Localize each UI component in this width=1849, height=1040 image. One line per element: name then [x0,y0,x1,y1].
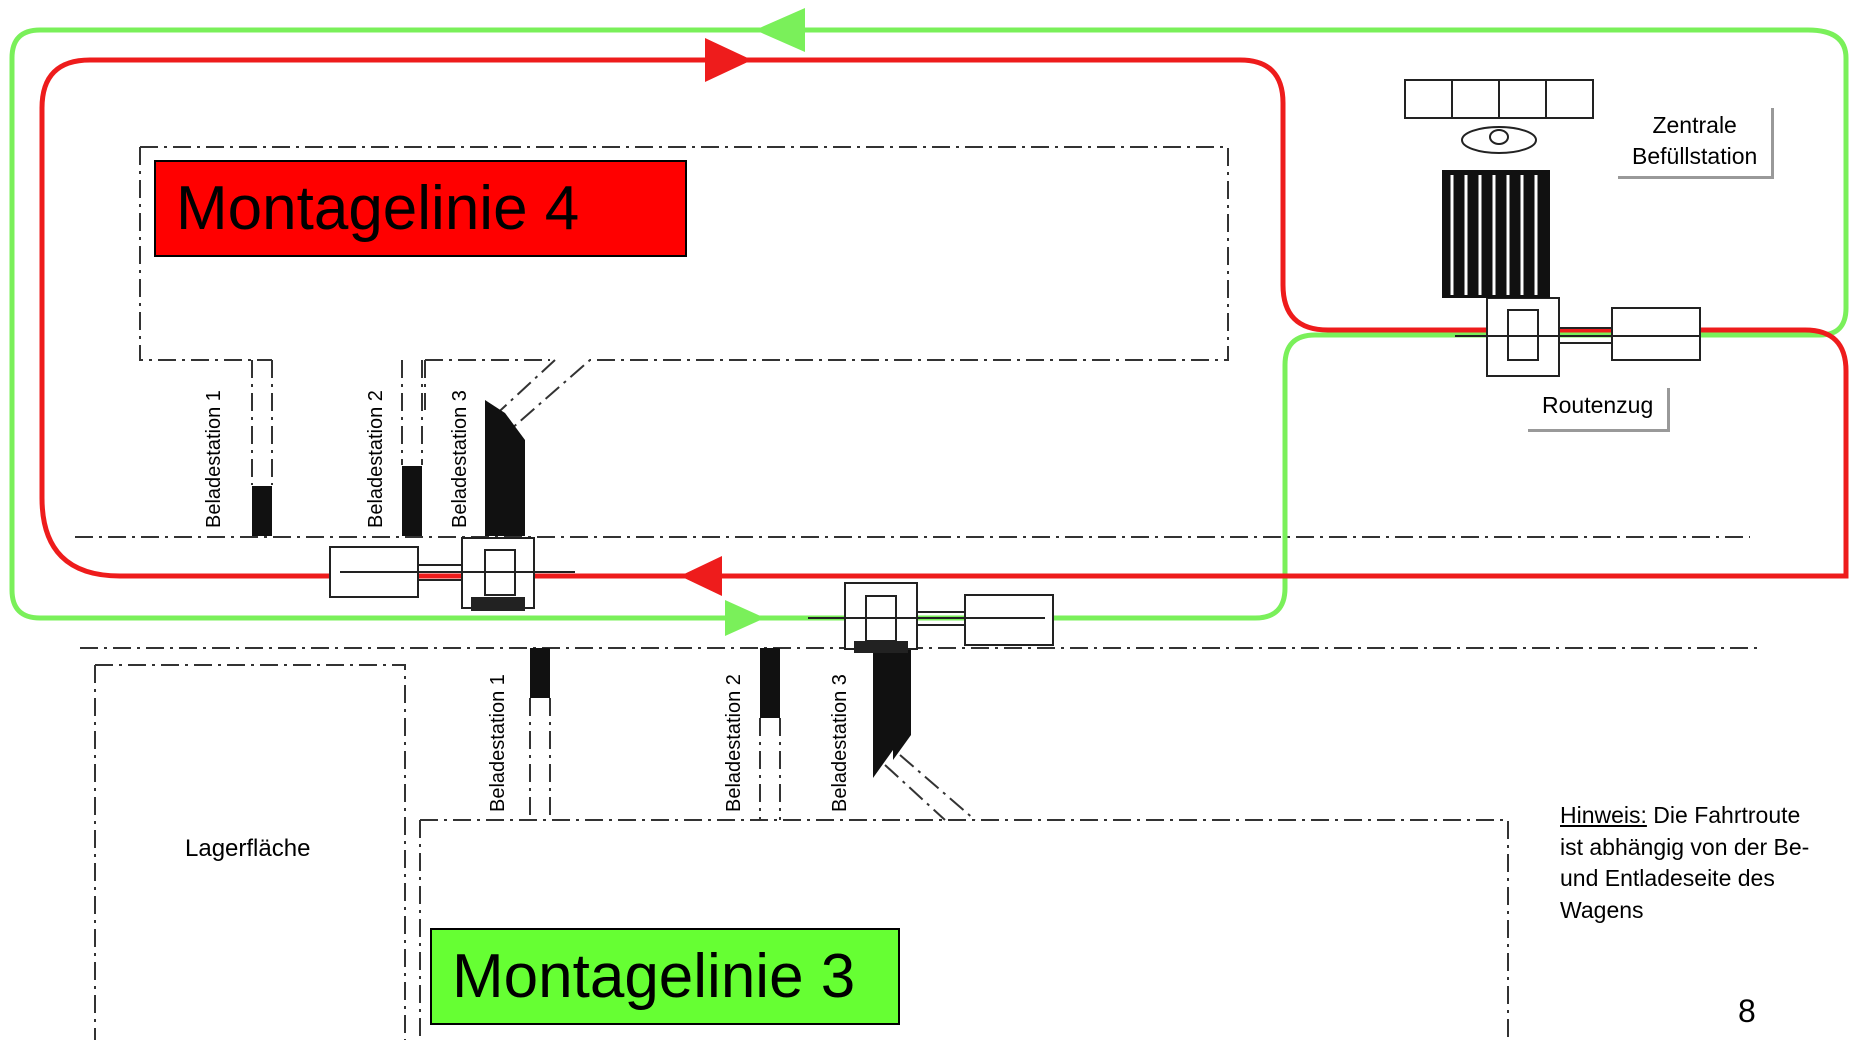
loading-stations-top [252,400,525,536]
loading-stations-bottom [530,648,911,778]
route-train-callout: Routenzug [1528,388,1671,433]
note-line-2: ist abhängig von der Be- [1560,833,1810,860]
line3-title: Montagelinie 3 [452,941,856,1011]
route-train-label: Routenzug [1542,392,1654,418]
station-label-top-1: Beladestation 1 [203,390,225,528]
green-route [9,27,1849,621]
red-arrow-left-bottom [680,556,722,596]
filling-station-line1: Zentrale [1652,112,1737,138]
green-arrow-right-bottom [725,600,765,636]
route-train-left [329,537,575,611]
note-line-4: Wagens [1560,897,1644,924]
filling-station-graphic [1404,79,1594,298]
layout-outlines [75,146,1760,1040]
station-label-top-3: Beladestation 3 [449,390,471,528]
route-note: Hinweis: Die Fahrtroute ist abhängig von… [1560,800,1809,927]
station-label-bottom-3: Beladestation 3 [829,674,851,812]
route-train-bottom [808,582,1054,653]
line4-title: Montagelinie 4 [176,173,580,243]
note-line-3: und Entladeseite des [1560,865,1775,892]
note-line-1: Die Fahrtroute [1646,802,1801,828]
note-prefix: Hinweis: [1560,802,1647,828]
page-number: 8 [1738,993,1756,1029]
station-label-bottom-1: Beladestation 1 [487,674,509,812]
filling-station-callout: Zentrale Befüllstation [1618,108,1775,180]
green-arrow-left-top [755,8,805,52]
route-train-right [1455,297,1701,377]
red-route [39,57,1849,579]
station-label-bottom-2: Beladestation 2 [723,674,745,812]
station-label-top-2: Beladestation 2 [365,390,387,528]
red-arrow-right-top [705,38,752,82]
storage-label: Lagerfläche [185,835,311,862]
filling-station-line2: Befüllstation [1632,143,1758,170]
line4-title-box: Montagelinie 4 [154,160,687,257]
line3-title-box: Montagelinie 3 [430,928,900,1025]
